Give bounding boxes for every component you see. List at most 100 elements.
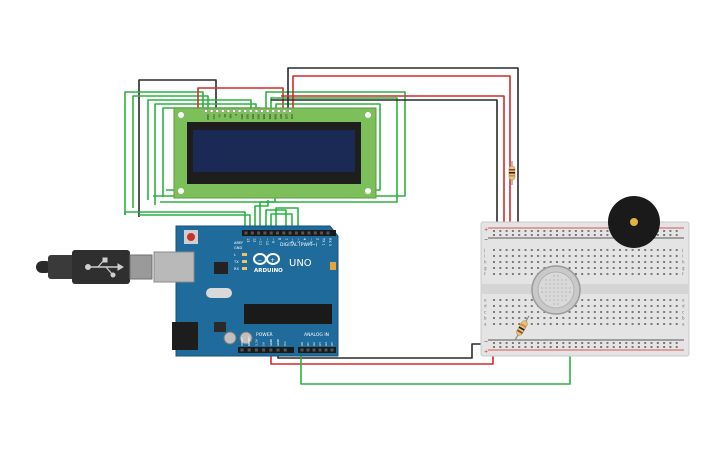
rail-hole[interactable] — [606, 234, 609, 236]
terminal-hole[interactable] — [499, 299, 502, 301]
terminal-hole[interactable] — [505, 305, 508, 307]
terminal-hole[interactable] — [581, 317, 584, 319]
wire-green[interactable] — [270, 213, 293, 232]
terminal-hole[interactable] — [581, 255, 584, 257]
digital-pin[interactable] — [250, 231, 254, 235]
terminal-hole[interactable] — [656, 267, 659, 269]
terminal-hole[interactable] — [537, 261, 540, 263]
terminal-hole[interactable] — [499, 249, 502, 251]
rail-hole[interactable] — [593, 230, 596, 232]
terminal-hole[interactable] — [593, 323, 596, 325]
lcd-pin[interactable] — [271, 109, 275, 113]
terminal-hole[interactable] — [631, 273, 634, 275]
lcd-pin[interactable] — [204, 109, 208, 113]
terminal-hole[interactable] — [631, 249, 634, 251]
digital-pin[interactable] — [257, 231, 261, 235]
rail-hole[interactable] — [663, 342, 666, 344]
rail-hole[interactable] — [537, 342, 540, 344]
terminal-hole[interactable] — [637, 317, 640, 319]
terminal-hole[interactable] — [518, 273, 521, 275]
terminal-hole[interactable] — [644, 249, 647, 251]
terminal-hole[interactable] — [644, 323, 647, 325]
rail-hole[interactable] — [568, 346, 571, 348]
terminal-hole[interactable] — [556, 317, 558, 319]
analog-pin[interactable] — [312, 348, 316, 352]
rail-hole[interactable] — [562, 234, 565, 236]
rail-hole[interactable] — [549, 230, 552, 232]
rail-hole[interactable] — [619, 346, 621, 348]
terminal-hole[interactable] — [650, 267, 653, 269]
rail-hole[interactable] — [606, 342, 609, 344]
terminal-hole[interactable] — [530, 323, 533, 325]
rail-hole[interactable] — [499, 234, 502, 236]
rail-hole[interactable] — [675, 234, 678, 236]
rail-hole[interactable] — [600, 346, 603, 348]
terminal-hole[interactable] — [543, 323, 546, 325]
terminal-hole[interactable] — [631, 267, 634, 269]
terminal-hole[interactable] — [518, 323, 521, 325]
terminal-hole[interactable] — [600, 305, 603, 307]
terminal-hole[interactable] — [574, 305, 577, 307]
rail-hole[interactable] — [669, 230, 672, 232]
terminal-hole[interactable] — [669, 249, 672, 251]
terminal-hole[interactable] — [637, 273, 640, 275]
terminal-hole[interactable] — [675, 305, 678, 307]
terminal-hole[interactable] — [556, 323, 558, 325]
terminal-hole[interactable] — [637, 261, 640, 263]
terminal-hole[interactable] — [669, 261, 672, 263]
rail-hole[interactable] — [562, 346, 565, 348]
terminal-hole[interactable] — [581, 249, 584, 251]
terminal-hole[interactable] — [530, 273, 533, 275]
terminal-hole[interactable] — [505, 273, 508, 275]
terminal-hole[interactable] — [625, 299, 628, 301]
terminal-hole[interactable] — [619, 261, 621, 263]
terminal-hole[interactable] — [650, 255, 653, 257]
terminal-hole[interactable] — [518, 267, 521, 269]
terminal-hole[interactable] — [663, 299, 666, 301]
wire-green[interactable] — [254, 200, 269, 232]
terminal-hole[interactable] — [543, 311, 546, 313]
terminal-hole[interactable] — [574, 255, 577, 257]
digital-pin[interactable] — [282, 231, 286, 235]
terminal-hole[interactable] — [663, 317, 666, 319]
rail-hole[interactable] — [530, 230, 533, 232]
resistor[interactable] — [512, 314, 531, 341]
rail-hole[interactable] — [631, 346, 634, 348]
terminal-hole[interactable] — [675, 311, 678, 313]
terminal-hole[interactable] — [587, 249, 590, 251]
analog-pin[interactable] — [330, 348, 334, 352]
terminal-hole[interactable] — [587, 255, 590, 257]
terminal-hole[interactable] — [518, 311, 521, 313]
terminal-hole[interactable] — [650, 261, 653, 263]
terminal-hole[interactable] — [581, 261, 584, 263]
terminal-hole[interactable] — [587, 261, 590, 263]
lcd-pin[interactable] — [277, 109, 281, 113]
terminal-hole[interactable] — [625, 311, 628, 313]
rail-hole[interactable] — [537, 230, 540, 232]
rail-hole[interactable] — [556, 230, 558, 232]
terminal-hole[interactable] — [631, 323, 634, 325]
terminal-hole[interactable] — [644, 317, 647, 319]
terminal-hole[interactable] — [650, 323, 653, 325]
terminal-hole[interactable] — [656, 273, 659, 275]
terminal-hole[interactable] — [568, 249, 571, 251]
terminal-hole[interactable] — [493, 267, 495, 269]
terminal-hole[interactable] — [549, 323, 552, 325]
rail-hole[interactable] — [511, 234, 514, 236]
terminal-hole[interactable] — [625, 317, 628, 319]
rail-hole[interactable] — [505, 234, 508, 236]
rail-hole[interactable] — [581, 234, 584, 236]
terminal-hole[interactable] — [530, 261, 533, 263]
terminal-hole[interactable] — [530, 317, 533, 319]
rail-hole[interactable] — [675, 230, 678, 232]
terminal-hole[interactable] — [593, 305, 596, 307]
terminal-hole[interactable] — [549, 317, 552, 319]
terminal-hole[interactable] — [593, 267, 596, 269]
rail-hole[interactable] — [499, 230, 502, 232]
terminal-hole[interactable] — [644, 305, 647, 307]
rail-hole[interactable] — [587, 346, 590, 348]
rail-hole[interactable] — [593, 234, 596, 236]
terminal-hole[interactable] — [587, 311, 590, 313]
terminal-hole[interactable] — [524, 255, 527, 257]
terminal-hole[interactable] — [524, 317, 527, 319]
